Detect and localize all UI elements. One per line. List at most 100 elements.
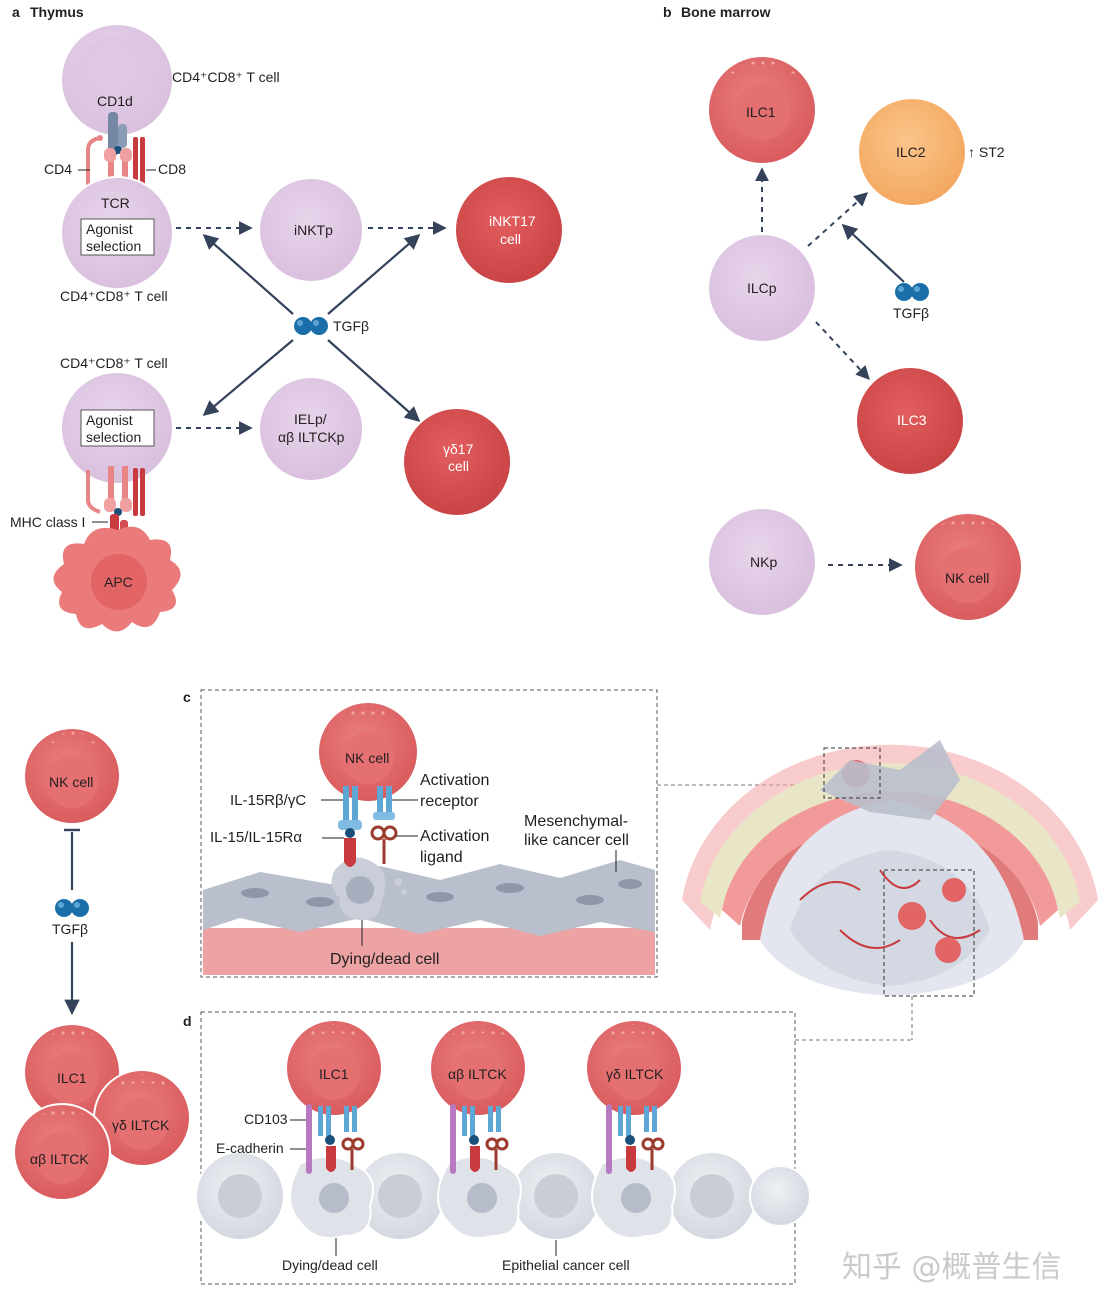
ab-iltck-cell-d xyxy=(429,1019,527,1117)
ab-iltck-label-d: αβ ILTCK xyxy=(448,1066,507,1082)
inkt17-cell xyxy=(454,175,564,285)
cd1d-label: CD1d xyxy=(97,93,133,109)
nkp-cell xyxy=(707,507,817,617)
agonist-box-1 xyxy=(80,218,155,256)
tgfb-arrow-to-dp-low xyxy=(202,339,294,416)
panel-b-letter: b xyxy=(663,4,672,20)
cd4-label: CD4 xyxy=(44,161,72,177)
agonist-label-2: Agonist xyxy=(86,412,133,428)
ilc1-cell-b xyxy=(707,55,817,165)
cd4-molecule xyxy=(86,135,103,186)
ab-iltck-label-left: αβ ILTCK xyxy=(30,1151,89,1167)
tgfb-label-left: TGFβ xyxy=(52,921,88,937)
panel-a-title: Thymus xyxy=(30,4,84,20)
panel-d-letter: d xyxy=(183,1013,192,1029)
nk-cell-left xyxy=(23,727,121,825)
apc-cell xyxy=(53,526,181,632)
receptors-ilc1-d xyxy=(306,1104,365,1174)
ilc2-cell xyxy=(857,97,967,207)
act-receptor-label-2: receptor xyxy=(420,793,479,810)
activation-receptor-c xyxy=(373,786,395,820)
ilc1-label-d: ILC1 xyxy=(319,1066,349,1082)
tumour-section xyxy=(682,740,1098,997)
gd-iltck-cell-left xyxy=(93,1069,191,1167)
ilc1-label-b: ILC1 xyxy=(746,104,776,120)
arrow-ilcp-to-ilc2 xyxy=(807,192,869,247)
panel-d-frame xyxy=(200,1011,796,1285)
panel-a-letter: a xyxy=(12,4,20,20)
panel-b-title: Bone marrow xyxy=(681,4,771,20)
ab-iltck-cell-left xyxy=(13,1103,111,1201)
ilc3-cell xyxy=(855,366,965,476)
agonist-label-1: Agonist xyxy=(86,221,133,237)
ielp-label-1: IELp/ xyxy=(294,411,327,427)
st2-label: ↑ ST2 xyxy=(968,144,1005,160)
tgfb-label-a: TGFβ xyxy=(333,318,369,334)
gd-iltck-label-d: γδ ILTCK xyxy=(606,1066,664,1082)
cd8-label: CD8 xyxy=(158,161,186,177)
arrow-ilcp-to-ilc3 xyxy=(815,321,870,381)
tgfb-arrow-to-inkt17 xyxy=(327,233,421,315)
tgfb-arrow-to-dp-top xyxy=(202,233,294,315)
nk-label-b: NK cell xyxy=(945,570,989,586)
dying-cells-d xyxy=(289,1155,676,1240)
activation-ligand-c xyxy=(370,825,398,864)
cd8-molecule xyxy=(133,137,145,185)
panel-c-tissue xyxy=(203,857,655,975)
nk-label-left: NK cell xyxy=(49,774,93,790)
inktp-label: iNKTp xyxy=(294,222,333,238)
nk-cell-b xyxy=(913,512,1023,622)
dp-cell-top xyxy=(60,23,174,137)
il15rb-label: IL-15Rβ/γC xyxy=(230,792,306,809)
gd-iltck-cell-d xyxy=(585,1019,683,1117)
ilc2-label: ILC2 xyxy=(896,144,926,160)
agonist-box-2 xyxy=(80,409,155,447)
tcr-label: TCR xyxy=(101,195,130,211)
tgfb-arrow-to-gd17 xyxy=(327,339,421,423)
il15-label: IL-15/IL-15Rα xyxy=(210,829,302,846)
gd17-label-2: cell xyxy=(448,458,469,474)
cd103-label: CD103 xyxy=(244,1111,288,1127)
act-ligand-label-1: Activation xyxy=(420,828,489,845)
dying-label-c: Dying/dead cell xyxy=(330,951,439,968)
il15-receptor-c xyxy=(338,786,362,867)
mes-label-2: like cancer cell xyxy=(524,832,629,849)
ielp-cell xyxy=(258,376,364,482)
dp-cell-top-label: CD4⁺CD8⁺ T cell xyxy=(172,69,280,85)
ilc1-label-left: ILC1 xyxy=(57,1070,87,1086)
act-ligand-label-2: ligand xyxy=(420,849,463,866)
ilcp-label: ILCp xyxy=(747,280,777,296)
mhc-label: MHC class I xyxy=(10,514,85,530)
ilc3-label: ILC3 xyxy=(897,412,927,428)
tgfb-arrow-to-ilc2 xyxy=(841,223,905,283)
tgfb-label-b: TGFβ xyxy=(893,305,929,321)
ielp-label-2: αβ ILTCKp xyxy=(278,429,345,445)
ilc1-cell-left xyxy=(23,1023,121,1121)
gd17-label-1: γδ17 xyxy=(443,441,474,457)
selection-label-2: selection xyxy=(86,429,141,445)
tgfb-molecule-b xyxy=(895,283,929,301)
inkt17-label-2: cell xyxy=(500,231,521,247)
inktp-cell xyxy=(258,177,364,283)
dying-label-d: Dying/dead cell xyxy=(282,1257,378,1273)
nkp-label: NKp xyxy=(750,554,777,570)
nk-cell-c xyxy=(317,701,419,803)
watermark: 知乎 @概普生信 xyxy=(842,1250,1062,1285)
epithelial-row xyxy=(195,1151,811,1241)
dp-cell-mid-label: CD4⁺CD8⁺ T cell xyxy=(60,288,168,304)
ecad-label: E-cadherin xyxy=(216,1140,284,1156)
receptors-ab-d xyxy=(450,1104,509,1174)
mes-label-1: Mesenchymal- xyxy=(524,813,628,830)
gd-iltck-label-left: γδ ILTCK xyxy=(112,1117,170,1133)
epi-label: Epithelial cancer cell xyxy=(502,1257,630,1273)
panel-c-letter: c xyxy=(183,689,191,705)
inkt17-label-1: iNKT17 xyxy=(489,213,536,229)
panel-c-frame xyxy=(200,689,658,978)
cd1d-molecule xyxy=(108,112,127,156)
selection-label-1: selection xyxy=(86,238,141,254)
ilc1-cell-d xyxy=(285,1019,383,1117)
nk-label-c: NK cell xyxy=(345,750,389,766)
tgfb-molecule-a xyxy=(294,317,328,335)
act-receptor-label-1: Activation xyxy=(420,772,489,789)
